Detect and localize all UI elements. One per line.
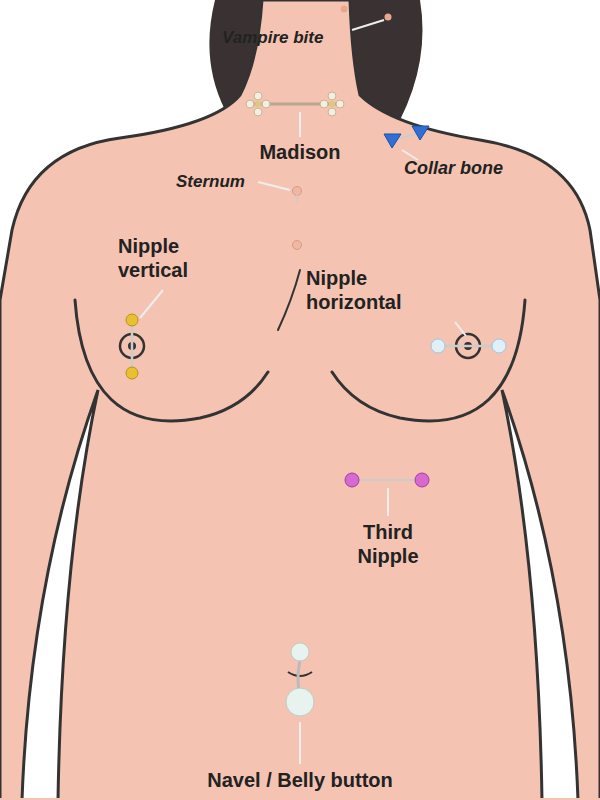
breast-outline (75, 300, 268, 421)
bottom-edge (0, 798, 600, 800)
leader-line (140, 290, 163, 318)
piercing-stud (341, 6, 348, 13)
piercing-label: Nipple vertical (118, 234, 216, 282)
breast-outline (332, 300, 525, 421)
blue-gem (412, 126, 429, 140)
pink-gem (415, 473, 429, 487)
madison-flower (246, 92, 270, 116)
leader-line (387, 488, 389, 516)
cleavage-line (278, 270, 300, 330)
piercing-label: Nipple horizontal (306, 266, 436, 314)
yellow-gem (126, 314, 138, 326)
opal-gem (492, 339, 506, 353)
leader-line (352, 20, 384, 30)
piercing-label: Navel / Belly button (160, 768, 440, 792)
leader-lines (140, 20, 466, 764)
sternum-bar (296, 195, 298, 203)
piercing-label: Collar bone (404, 158, 534, 180)
pearl (286, 688, 314, 716)
blue-gem (384, 134, 401, 148)
leader-line (299, 722, 301, 764)
piercing-label: Madison (250, 140, 350, 164)
leader-line (258, 182, 290, 190)
madison-flower (320, 92, 344, 116)
sternum-stud (293, 241, 302, 250)
yellow-gem (126, 367, 138, 379)
vertical-barbell (131, 322, 134, 372)
horizontal-barbell (440, 345, 496, 348)
arm-gap (502, 390, 578, 800)
piercing-label: Third Nipple (346, 520, 430, 568)
piercing-label: Vampire bite (222, 28, 352, 48)
piercing-label: Sternum (176, 172, 260, 192)
leader-line (299, 112, 301, 137)
leader-line (455, 322, 466, 336)
arm-gap (22, 390, 98, 800)
opal-gem (431, 339, 445, 353)
sternum-stud (293, 187, 302, 196)
third-nipple-bar (358, 479, 418, 481)
piercing-stud (385, 14, 392, 21)
pearl (291, 643, 309, 661)
pink-gem (345, 473, 359, 487)
navel (288, 672, 312, 676)
